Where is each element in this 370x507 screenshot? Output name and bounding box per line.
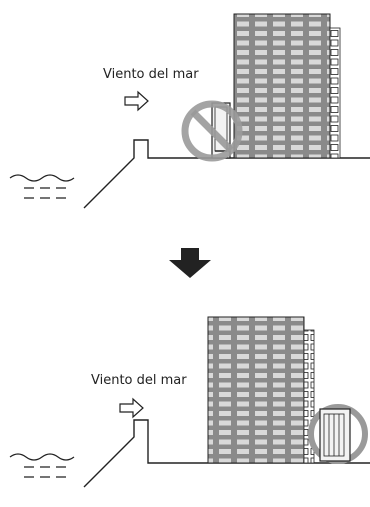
down-arrow-icon [169, 248, 211, 278]
outdoor-unit [308, 404, 368, 464]
water-waves-icon [9, 174, 75, 199]
panel-recommended: Viento del mar [0, 0, 370, 388]
scenario-recommended [9, 316, 370, 488]
right-arrow-icon [124, 90, 149, 112]
building [207, 316, 315, 464]
building [233, 13, 341, 159]
shoreline [83, 139, 370, 209]
wind-label: Viento del mar [91, 373, 187, 388]
no-entry-icon [181, 100, 243, 162]
scenario-not-recommended [9, 13, 370, 209]
panel-not-recommended: Viento del mar [0, 0, 370, 200]
right-arrow-icon [119, 397, 144, 419]
wind-label: Viento del mar [103, 67, 199, 82]
water-waves-icon [9, 453, 75, 478]
shoreline [83, 419, 370, 488]
